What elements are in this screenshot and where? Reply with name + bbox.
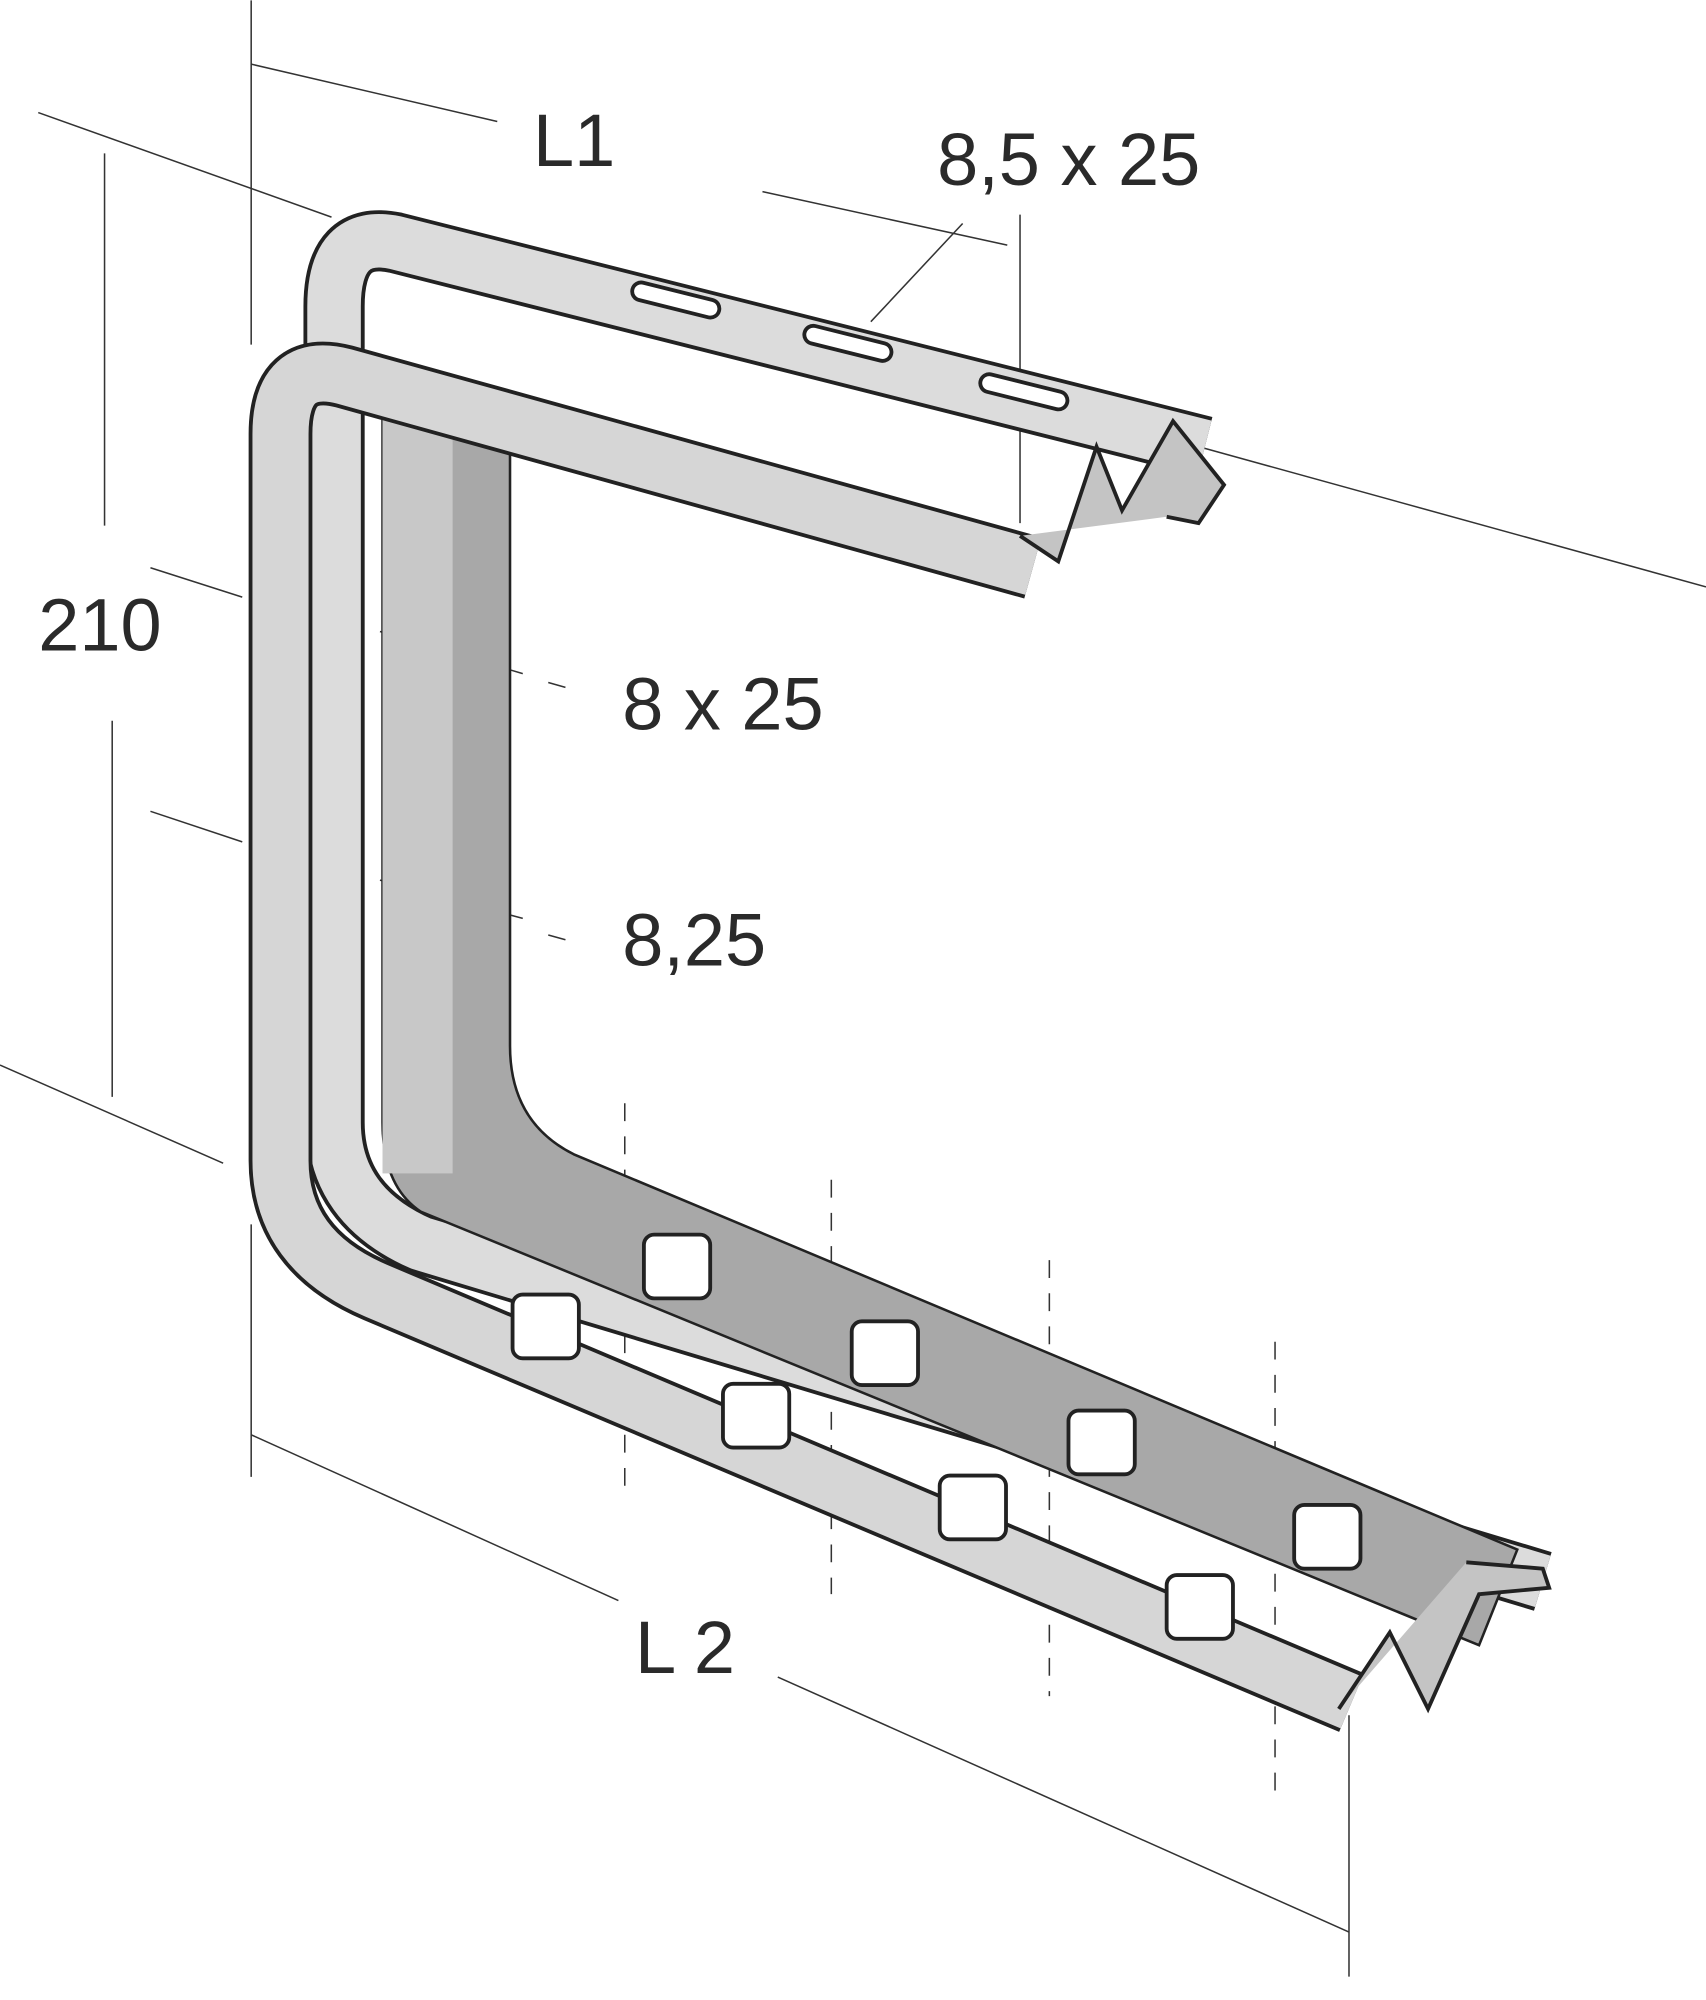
bottom-slots [510, 1232, 1363, 1641]
bracket-back-strip [303, 210, 1552, 1647]
label-slot-top: 8,5 x 25 [937, 118, 1200, 201]
label-height: 210 [38, 584, 161, 667]
bracket-front-strip [248, 341, 1552, 1732]
label-slot-side: 8 x 25 [622, 663, 823, 746]
top-slots [630, 280, 1070, 412]
label-hole-side: 8,25 [622, 899, 766, 982]
label-l2: L 2 [635, 1606, 735, 1689]
label-l1: L1 [533, 99, 615, 182]
